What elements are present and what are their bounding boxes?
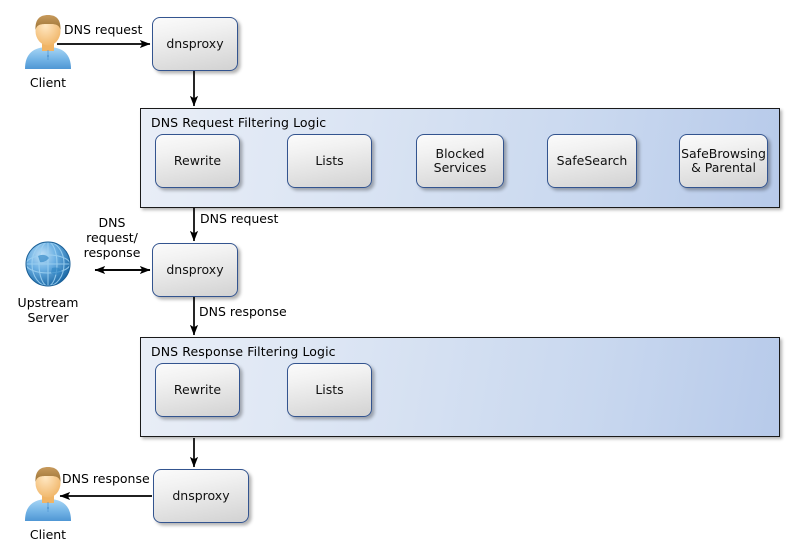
node-label: Lists <box>315 381 344 397</box>
edge-label-line2: request/ <box>86 229 138 245</box>
node-label-line2: & Parental <box>691 160 756 175</box>
node-label-line1: Blocked <box>435 145 485 161</box>
node-dnsproxy-middle[interactable]: dnsproxy <box>152 243 238 297</box>
node-label: Rewrite <box>173 152 222 168</box>
actor-caption-line1: Upstream <box>17 295 79 310</box>
edge-label-dnsproxy-to-client: DNS response <box>62 471 150 486</box>
node-label: SafeSearch <box>556 152 628 168</box>
node-label-line2: Services <box>433 160 487 175</box>
panel-title: DNS Response Filtering Logic <box>151 344 336 359</box>
node-label: Lists <box>315 152 344 168</box>
actor-caption: Client <box>29 527 67 542</box>
edge-label-upstream-exchange: DNS request/ response <box>78 215 146 260</box>
node-label: dnsproxy <box>166 261 224 277</box>
node-safebrowsing-parental[interactable]: SafeBrowsing & Parental <box>679 134 768 188</box>
actor-client-bottom: Client <box>14 464 82 543</box>
globe-icon <box>12 238 84 294</box>
actor-caption-line2: Server <box>27 309 69 325</box>
node-safesearch[interactable]: SafeSearch <box>547 134 637 188</box>
node-label: dnsproxy <box>166 35 224 51</box>
actor-upstream-server: Upstream Server <box>12 238 84 326</box>
actor-client-top: Client <box>14 12 82 91</box>
edge-label-request-panel-to-dnsproxy: DNS request <box>200 211 279 226</box>
node-dnsproxy-bottom[interactable]: dnsproxy <box>153 469 249 523</box>
edge-label-client-to-dnsproxy: DNS request <box>64 22 143 37</box>
user-avatar-icon <box>14 12 82 74</box>
user-avatar-icon <box>14 464 82 526</box>
node-label: Rewrite <box>173 381 222 397</box>
node-rewrite-request[interactable]: Rewrite <box>155 134 240 188</box>
panel-response-filtering: DNS Response Filtering Logic <box>140 337 780 437</box>
node-lists-request[interactable]: Lists <box>287 134 372 188</box>
node-dnsproxy-top[interactable]: dnsproxy <box>152 17 238 71</box>
node-label: dnsproxy <box>172 487 230 503</box>
edge-label-line1: DNS <box>98 215 126 230</box>
node-rewrite-response[interactable]: Rewrite <box>155 363 240 417</box>
actor-caption: Client <box>29 75 67 90</box>
node-label-line1: SafeBrowsing <box>681 145 766 161</box>
node-lists-response[interactable]: Lists <box>287 363 372 417</box>
edge-label-line3: response <box>83 244 141 260</box>
edge-label-dnsproxy-to-response-panel: DNS response <box>199 304 287 319</box>
node-blocked-services[interactable]: Blocked Services <box>416 134 504 188</box>
panel-title: DNS Request Filtering Logic <box>151 115 327 130</box>
